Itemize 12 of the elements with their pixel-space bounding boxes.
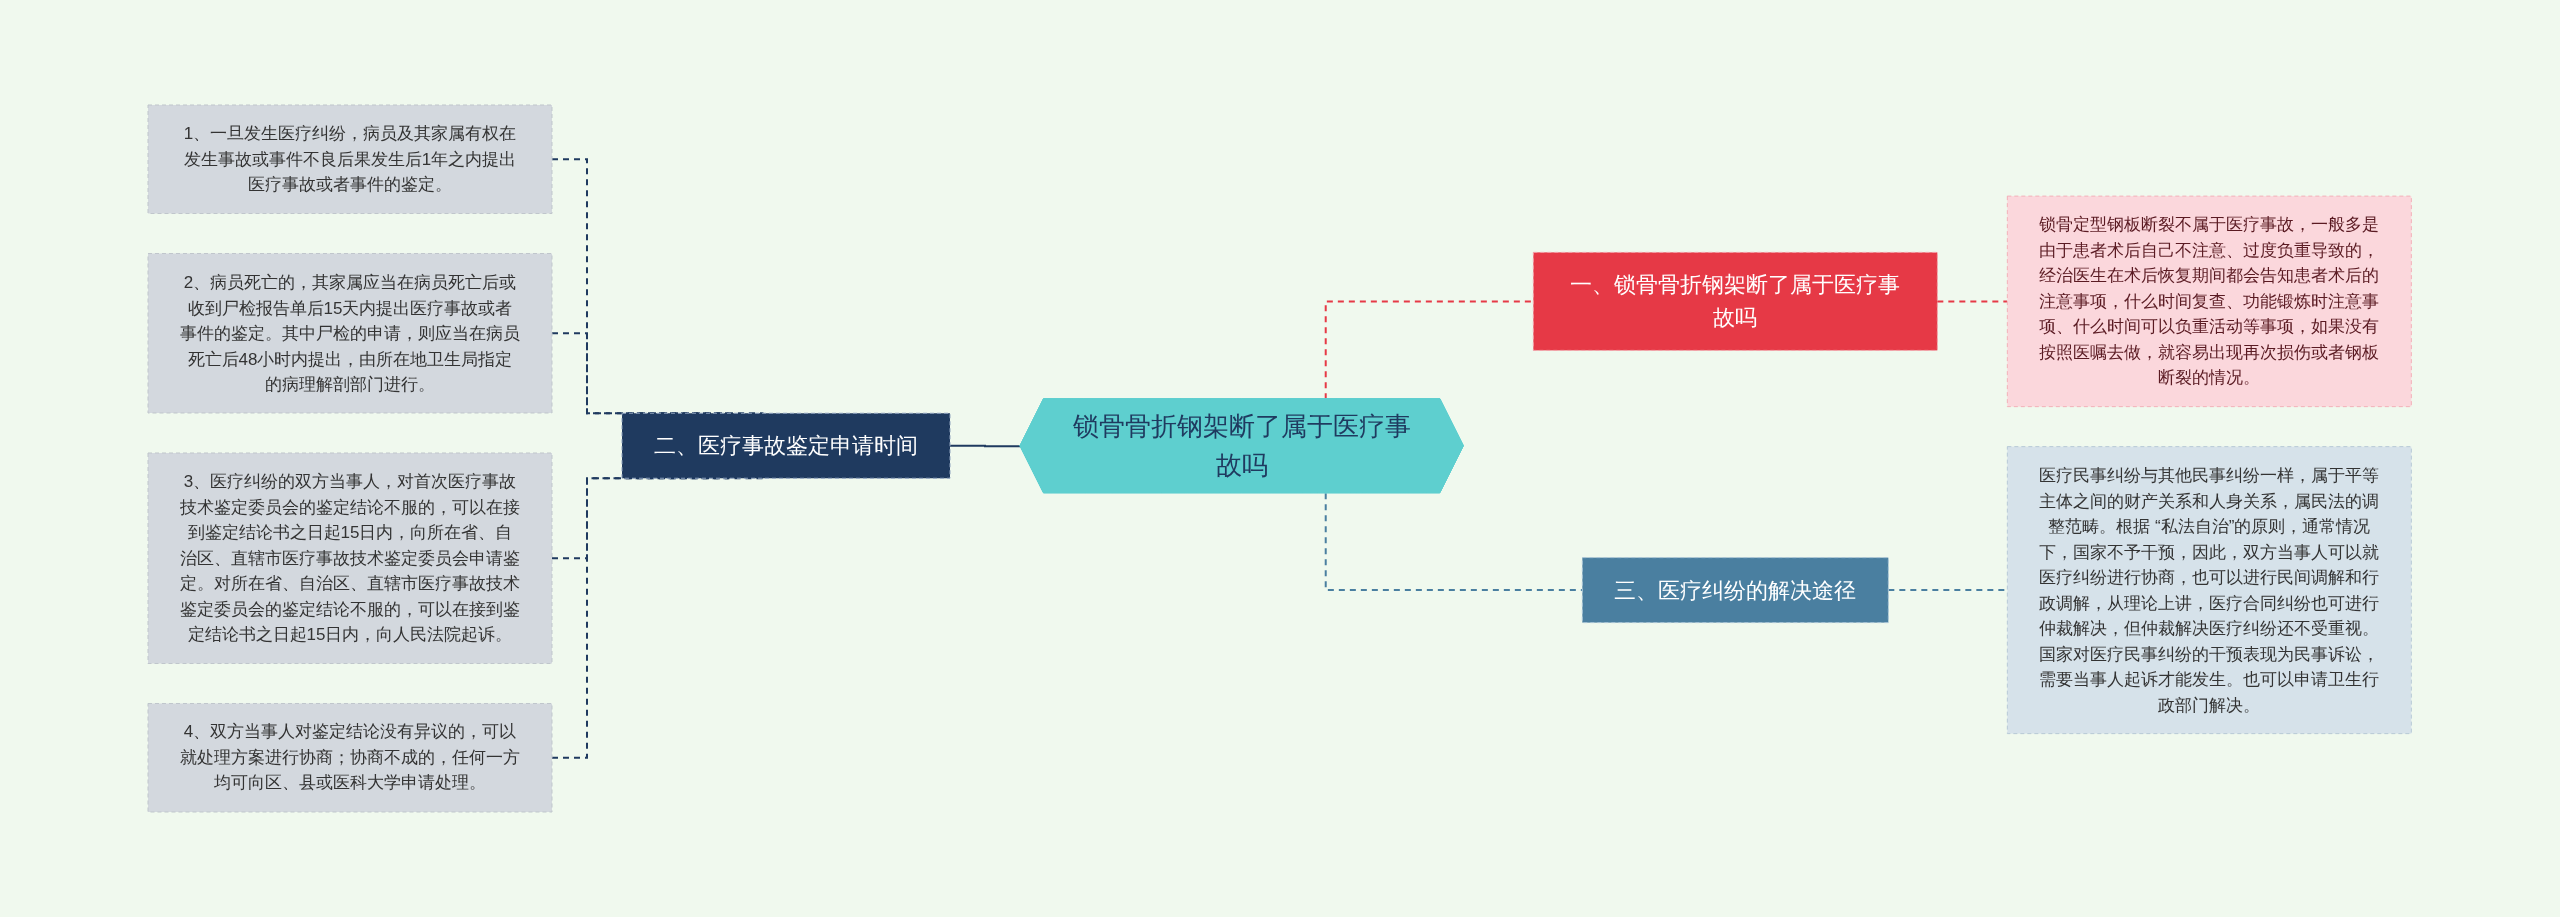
node-box: 2、病员死亡的，其家属应当在病员死亡后或收到尸检报告单后15天内提出医疗事故或者事件的鉴定。其中尸检的申请，则应当在病员死亡后48小时内提出，由所在地卫生局指定的病理解剖部门进行。 [147,253,553,414]
node-box: 3、医疗纠纷的双方当事人，对首次医疗事故技术鉴定委员会的鉴定结论不服的，可以在接到鉴定结论书之日起15日内，向所在省、自治区、直辖市医疗事故技术鉴定委员会申请鉴定。对所在省、自治区、直辖市医疗事故技术鉴定委员会的鉴定结论不服的，可以在接到鉴定结论书之日起15日内，向人民法院起诉。 [147,452,553,664]
node-box: 1、一旦发生医疗纠纷，病员及其家属有权在发生事故或事件不良后果发生后1年之内提出医疗事故或者事件的鉴定。 [147,104,553,214]
node-box: 锁骨定型钢板断裂不属于医疗事故，一般多是由于患者术后自己不注意、过度负重导致的，经治医生在术后恢复期间都会告知患者术后的注意事项，什么时间复查、功能锻炼时注意事项、什么时间可以负重活动等事项，如果没有按照医嘱去做，就容易出现再次损伤或者钢板断裂的情况。 [2007,195,2413,408]
node-box: 三、医疗纠纷的解决途径 [1582,557,1890,624]
node-box: 医疗民事纠纷与其他民事纠纷一样，属于平等主体之间的财产关系和人身关系，属民法的调整范畴。根据 “私法自治”的原则，通常情况下，国家不予干预，因此，双方当事人可以就医疗纠纷进行协商，也可以进行民间调解和行政调解，从理论上讲，医疗合同纠纷也可进行仲裁解决，但仲裁解决医疗纠纷还不受重视。国家对医疗民事纠纷的干预表现为民事诉讼，需要当事人起诉才能发生。也可以申请卫生行政部门解决。 [2007,446,2413,735]
connector [1325,492,1584,592]
node-box: 4、双方当事人对鉴定结论没有异议的，可以就处理方案进行协商；协商不成的，任何一方均可向区、县或医科大学申请处理。 [147,703,553,813]
connector [949,444,1022,448]
connector [1936,300,2009,303]
node-box: 二、医疗事故鉴定申请时间 [621,412,951,479]
node-box: 一、锁骨骨折钢架断了属于医疗事故吗 [1533,251,1939,351]
